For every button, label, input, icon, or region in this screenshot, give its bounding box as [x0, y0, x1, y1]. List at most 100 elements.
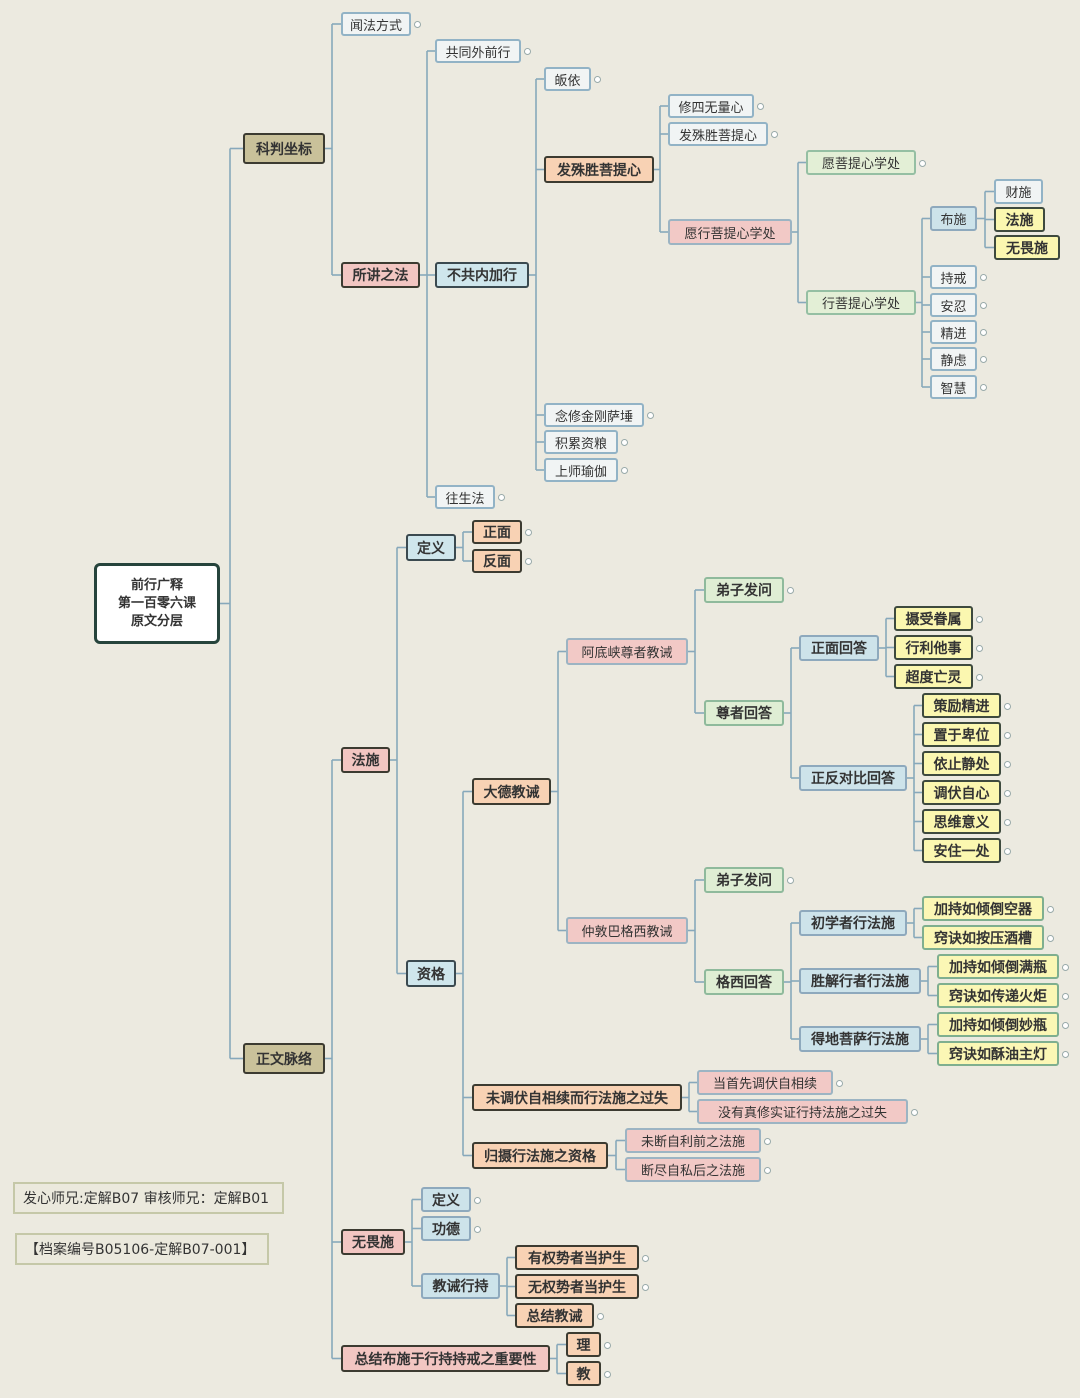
- node-jiaojie[interactable]: 教诫行持: [421, 1273, 500, 1299]
- expand-icon[interactable]: [1062, 963, 1069, 971]
- expand-icon[interactable]: [980, 302, 987, 309]
- node-qj3[interactable]: 窍诀如酥油主灯: [937, 1041, 1059, 1066]
- node-gongtong[interactable]: 共同外前行: [435, 39, 521, 63]
- expand-icon[interactable]: [757, 103, 764, 110]
- node-dizi2[interactable]: 弟子发问: [704, 867, 784, 893]
- expand-icon[interactable]: [980, 329, 987, 336]
- node-weitiao[interactable]: 未调伏自相续而行法施之过失: [472, 1084, 682, 1111]
- root-node[interactable]: 前行广释 第一百零六课 原文分层: [94, 563, 220, 644]
- expand-icon[interactable]: [976, 673, 983, 681]
- node-suojiang[interactable]: 所讲之法: [341, 262, 420, 288]
- expand-icon[interactable]: [1062, 992, 1069, 1000]
- node-qj2[interactable]: 窍诀如传递火炬: [937, 983, 1059, 1008]
- expand-icon[interactable]: [1004, 789, 1011, 797]
- node-wuwei[interactable]: 无畏施: [994, 235, 1060, 260]
- node-chijie[interactable]: 持戒: [930, 265, 977, 289]
- node-dangshou[interactable]: 当首先调伏自相续: [697, 1070, 833, 1095]
- node-zongjieb[interactable]: 总结布施于行持持戒之重要性: [341, 1345, 550, 1372]
- node-jilei[interactable]: 积累资粮: [544, 430, 618, 454]
- node-cejl[interactable]: 策励精进: [922, 693, 1001, 718]
- node-dizi1[interactable]: 弟子发问: [704, 577, 784, 603]
- expand-icon[interactable]: [498, 494, 505, 501]
- node-siwei[interactable]: 思维意义: [922, 809, 1001, 834]
- expand-icon[interactable]: [604, 1370, 611, 1378]
- node-kepan[interactable]: 科判坐标: [243, 133, 325, 164]
- node-shengjie[interactable]: 胜解行者行法施: [799, 968, 921, 994]
- expand-icon[interactable]: [474, 1196, 481, 1204]
- node-gongde[interactable]: 功德: [421, 1216, 471, 1241]
- node-fanmian[interactable]: 反面: [472, 549, 522, 573]
- node-duanjin[interactable]: 断尽自私后之法施: [625, 1157, 761, 1182]
- node-chaodu[interactable]: 超度亡灵: [894, 664, 973, 689]
- node-wangsheng[interactable]: 往生法: [435, 485, 495, 509]
- node-jingjin[interactable]: 精进: [930, 320, 977, 344]
- node-anzhu[interactable]: 安住一处: [922, 838, 1001, 863]
- node-shangshi[interactable]: 上师瑜伽: [544, 458, 618, 482]
- node-yizhi[interactable]: 依止静处: [922, 751, 1001, 776]
- node-zunzhe[interactable]: 尊者回答: [704, 700, 784, 726]
- expand-icon[interactable]: [474, 1225, 481, 1233]
- node-xingpu[interactable]: 行菩提心学处: [806, 290, 916, 315]
- expand-icon[interactable]: [1004, 731, 1011, 739]
- node-li[interactable]: 理: [566, 1332, 601, 1357]
- expand-icon[interactable]: [787, 877, 794, 884]
- node-yuanxing[interactable]: 愿行菩提心学处: [668, 219, 792, 245]
- expand-icon[interactable]: [976, 644, 983, 652]
- node-fashi[interactable]: 法施: [994, 207, 1045, 232]
- node-bugong[interactable]: 不共内加行: [435, 262, 529, 288]
- node-adi[interactable]: 阿底峡尊者教诫: [566, 638, 688, 665]
- node-meiyou[interactable]: 没有真修实证行持法施之过失: [697, 1099, 908, 1124]
- expand-icon[interactable]: [836, 1079, 843, 1087]
- node-zhengfan[interactable]: 正反对比回答: [799, 765, 907, 791]
- node-faxinp[interactable]: 发殊胜菩提心: [668, 122, 768, 146]
- expand-icon[interactable]: [1062, 1021, 1069, 1029]
- expand-icon[interactable]: [980, 274, 987, 281]
- expand-icon[interactable]: [1047, 905, 1054, 913]
- node-weiduan[interactable]: 未断自利前之法施: [625, 1128, 761, 1153]
- expand-icon[interactable]: [1004, 760, 1011, 768]
- node-qj1[interactable]: 窍诀如按压酒槽: [922, 925, 1044, 950]
- node-caishi[interactable]: 财施: [994, 179, 1043, 204]
- expand-icon[interactable]: [414, 21, 421, 28]
- expand-icon[interactable]: [525, 558, 532, 565]
- expand-icon[interactable]: [787, 587, 794, 594]
- expand-icon[interactable]: [597, 1312, 604, 1320]
- expand-icon[interactable]: [1004, 702, 1011, 710]
- expand-icon[interactable]: [1004, 818, 1011, 826]
- node-jc3[interactable]: 加持如倾倒妙瓶: [937, 1012, 1059, 1037]
- node-zhihui[interactable]: 智慧: [930, 375, 977, 399]
- expand-icon[interactable]: [647, 412, 654, 419]
- expand-icon[interactable]: [524, 48, 531, 55]
- expand-icon[interactable]: [1047, 934, 1054, 942]
- expand-icon[interactable]: [980, 384, 987, 391]
- expand-icon[interactable]: [642, 1254, 649, 1262]
- expand-icon[interactable]: [1062, 1050, 1069, 1058]
- expand-icon[interactable]: [771, 131, 778, 138]
- expand-icon[interactable]: [919, 159, 926, 167]
- node-jiao[interactable]: 教: [566, 1361, 601, 1386]
- expand-icon[interactable]: [621, 467, 628, 474]
- expand-icon[interactable]: [980, 356, 987, 363]
- node-anren[interactable]: 安忍: [930, 293, 977, 317]
- expand-icon[interactable]: [764, 1166, 771, 1174]
- node-zhenghui[interactable]: 正面回答: [799, 635, 879, 661]
- node-nianxiu[interactable]: 念修金刚萨埵: [544, 403, 644, 427]
- node-xiusi[interactable]: 修四无量心: [668, 94, 754, 118]
- node-zhiyu[interactable]: 置于卑位: [922, 722, 1001, 747]
- expand-icon[interactable]: [525, 529, 532, 536]
- node-zongjie[interactable]: 总结教诫: [515, 1303, 594, 1328]
- expand-icon[interactable]: [642, 1283, 649, 1291]
- expand-icon[interactable]: [911, 1108, 918, 1116]
- expand-icon[interactable]: [621, 439, 628, 446]
- node-chuxue[interactable]: 初学者行法施: [799, 910, 907, 936]
- node-wuquan[interactable]: 无权势者当护生: [515, 1274, 639, 1299]
- node-bushi[interactable]: 布施: [930, 206, 977, 231]
- node-gexi[interactable]: 格西回答: [704, 969, 784, 995]
- node-zige[interactable]: 资格: [406, 960, 456, 987]
- node-wuwei2[interactable]: 无畏施: [341, 1229, 405, 1255]
- node-jc2[interactable]: 加持如倾倒满瓶: [937, 954, 1059, 979]
- node-wenfa[interactable]: 闻法方式: [341, 12, 411, 36]
- node-dingyi[interactable]: 定义: [406, 534, 456, 561]
- node-zhongdun[interactable]: 仲敦巴格西教诫: [566, 917, 688, 944]
- node-zhengmian[interactable]: 正面: [472, 520, 522, 544]
